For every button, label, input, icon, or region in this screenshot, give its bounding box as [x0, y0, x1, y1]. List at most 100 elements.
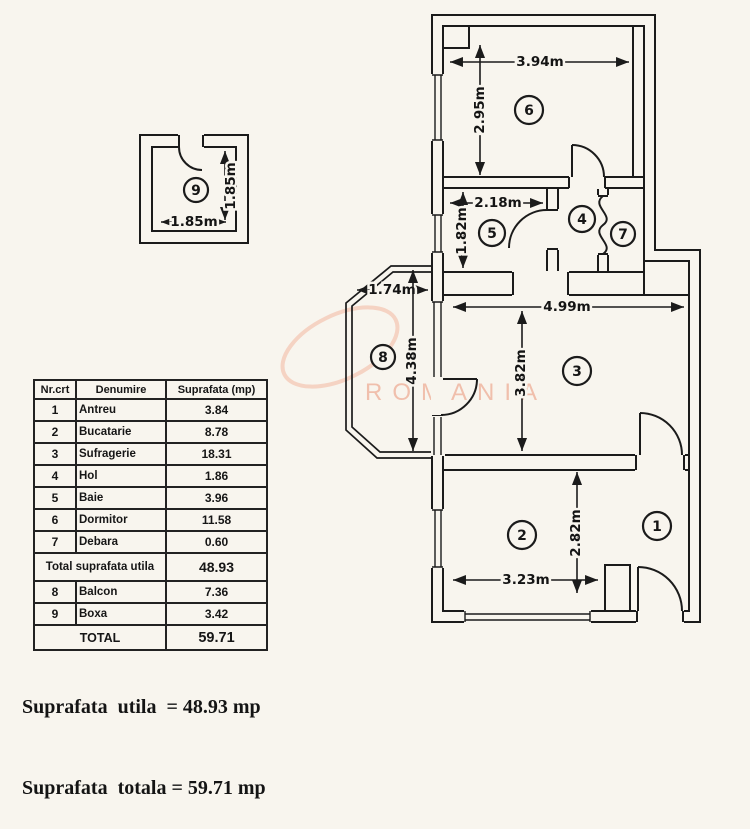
cell-nr: 7: [33, 530, 77, 554]
table-row: 3 Sufragerie 18.31: [33, 442, 268, 466]
cell-area: 1.86: [165, 464, 268, 488]
wall: [643, 260, 690, 296]
dim-label-baie-width: 2.18m: [474, 195, 521, 211]
room-9-circle: [182, 176, 210, 204]
door-jamb: [636, 611, 684, 622]
area-table: Nr.crt Denumire Suprafata (mp) 1 Antreu …: [33, 379, 268, 651]
dim-label-balcon-height: 4.38m: [404, 337, 420, 384]
wall: [604, 564, 631, 612]
door-jamb: [568, 177, 606, 188]
dim-label-bucatarie-height: 2.82m: [568, 509, 584, 556]
table-header-row: Nr.crt Denumire Suprafata (mp): [33, 379, 268, 400]
main-floor-plan: 3.94m 2.95m 2.18m 1.82m 1.74m 4.38m 4.99…: [345, 14, 701, 623]
cell-area: 3.42: [165, 602, 268, 626]
cell-nr: 3: [33, 442, 77, 466]
dim-label-bucatarie-width: 3.23m: [502, 572, 549, 588]
total-value: 59.71: [165, 624, 268, 651]
room-4-label: 4: [577, 212, 587, 228]
cell-nr: 6: [33, 508, 77, 532]
dim-label-boxa-height: 1.85m: [223, 162, 239, 209]
cell-name: Hol: [75, 464, 167, 488]
table-row: 1 Antreu 3.84: [33, 398, 268, 422]
room-8-circle: [369, 343, 397, 371]
room-7-label: 7: [618, 227, 628, 243]
balcony-wall: [345, 265, 432, 459]
table-row: 7 Debara 0.60: [33, 530, 268, 554]
table-row: 6 Dormitor 11.58: [33, 508, 268, 532]
summary-block: Suprafata utila = 48.93 mp Suprafata tot…: [22, 640, 266, 829]
dim-label-baie-height: 1.82m: [454, 207, 470, 254]
room-8-label: 8: [378, 350, 388, 366]
cell-area: 3.84: [165, 398, 268, 422]
window: [432, 214, 443, 253]
cell-area: 3.96: [165, 486, 268, 510]
cell-nr: 9: [33, 602, 77, 626]
dim-label-sufragerie-width: 4.99m: [543, 299, 590, 315]
room-3-circle: [561, 355, 593, 387]
wall: [442, 25, 470, 49]
dim-label-sufragerie-height: 3.82m: [513, 349, 529, 396]
cell-nr: 1: [33, 398, 77, 422]
room-1-circle: [641, 510, 673, 542]
cell-name: Antreu: [75, 398, 167, 422]
header-denumire: Denumire: [75, 379, 167, 400]
dim-label-balcon-width: 1.74m: [368, 282, 415, 298]
door-arc: [637, 566, 683, 612]
cell-nr: 4: [33, 464, 77, 488]
door-jamb: [512, 272, 569, 295]
room-7-circle: [609, 220, 637, 248]
header-nr: Nr.crt: [33, 379, 77, 400]
table-row: 4 Hol 1.86: [33, 464, 268, 488]
dim-label-boxa-width: 1.85m: [170, 214, 217, 230]
balcony-wall: [351, 271, 432, 453]
cell-name: Bucatarie: [75, 420, 167, 444]
cell-area: 11.58: [165, 508, 268, 532]
watermark: ROMANIA: [280, 305, 547, 406]
cell-area: 8.78: [165, 420, 268, 444]
cell-name: Boxa: [75, 602, 167, 626]
door-arc: [571, 144, 605, 178]
cell-name: Dormitor: [75, 508, 167, 532]
total-label: TOTAL: [33, 624, 167, 651]
door-jamb: [547, 209, 558, 250]
table-row: 8 Balcon 7.36: [33, 580, 268, 604]
subtotal-value: 48.93: [165, 552, 268, 582]
window: [432, 509, 443, 568]
window: [432, 301, 443, 377]
window: [433, 417, 442, 455]
cell-area: 0.60: [165, 530, 268, 554]
subtotal-row: Total suprafata utila 48.93: [33, 552, 268, 582]
wall: [632, 25, 645, 178]
room-5-label: 5: [487, 226, 497, 242]
room-1-label: 1: [652, 519, 662, 535]
wall: [442, 454, 690, 471]
room-6-label: 6: [524, 103, 534, 119]
small-room-plan: 9 1.85m 1.85m: [139, 133, 249, 244]
summary-line-totala: Suprafata totala = 59.71 mp: [22, 777, 266, 799]
door-jamb: [635, 455, 685, 470]
floor-plan-drawing: ROMANIA 9 1.85m 1.85m: [139, 14, 701, 623]
watermark-swirl-icon: [280, 305, 400, 389]
cell-nr: 8: [33, 580, 77, 604]
door-arc: [639, 412, 683, 456]
room-9-label: 9: [191, 183, 201, 199]
cell-area: 7.36: [165, 580, 268, 604]
room-5-circle: [477, 218, 507, 248]
watermark-text: ROMANIA: [365, 379, 547, 406]
total-row: TOTAL 59.71: [33, 624, 268, 651]
table-row: 5 Baie 3.96: [33, 486, 268, 510]
door-arc: [440, 378, 478, 416]
room-2-label: 2: [517, 528, 527, 544]
room-4-circle: [567, 204, 597, 234]
header-suprafata: Suprafata (mp): [165, 379, 268, 400]
room-6-circle: [513, 94, 545, 126]
cell-area: 18.31: [165, 442, 268, 466]
cell-name: Baie: [75, 486, 167, 510]
wall: [442, 176, 645, 189]
subtotal-label: Total suprafata utila: [33, 552, 167, 582]
window: [432, 74, 443, 141]
door-jamb: [178, 135, 204, 147]
table-row: 2 Bucatarie 8.78: [33, 420, 268, 444]
outer-wall: [431, 14, 701, 623]
dim-label-dormitor-height: 2.95m: [472, 86, 488, 133]
